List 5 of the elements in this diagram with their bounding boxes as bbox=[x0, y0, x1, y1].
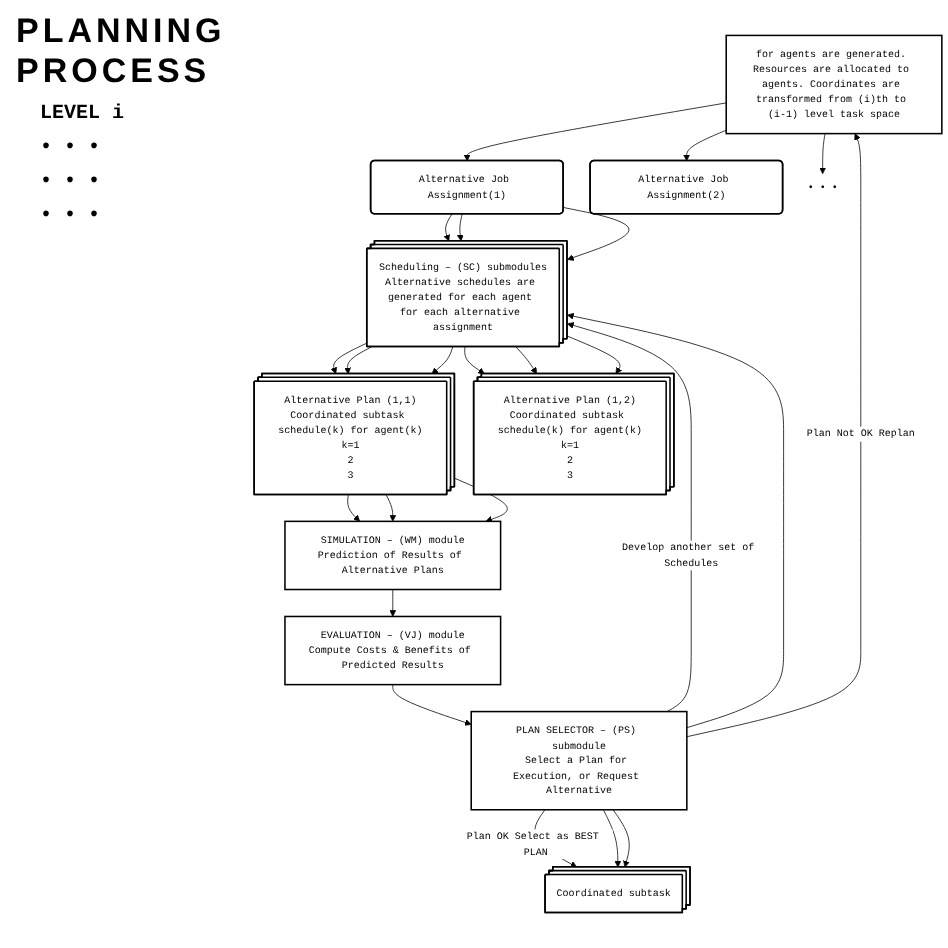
ellipsis-label: • • • bbox=[40, 206, 103, 228]
ellipsis-label: • • • bbox=[40, 138, 103, 160]
diagram-title: PLANNING PROCESS bbox=[16, 12, 228, 92]
ellipsis-label: • • • bbox=[40, 172, 103, 194]
level-label: LEVEL i bbox=[40, 104, 127, 126]
